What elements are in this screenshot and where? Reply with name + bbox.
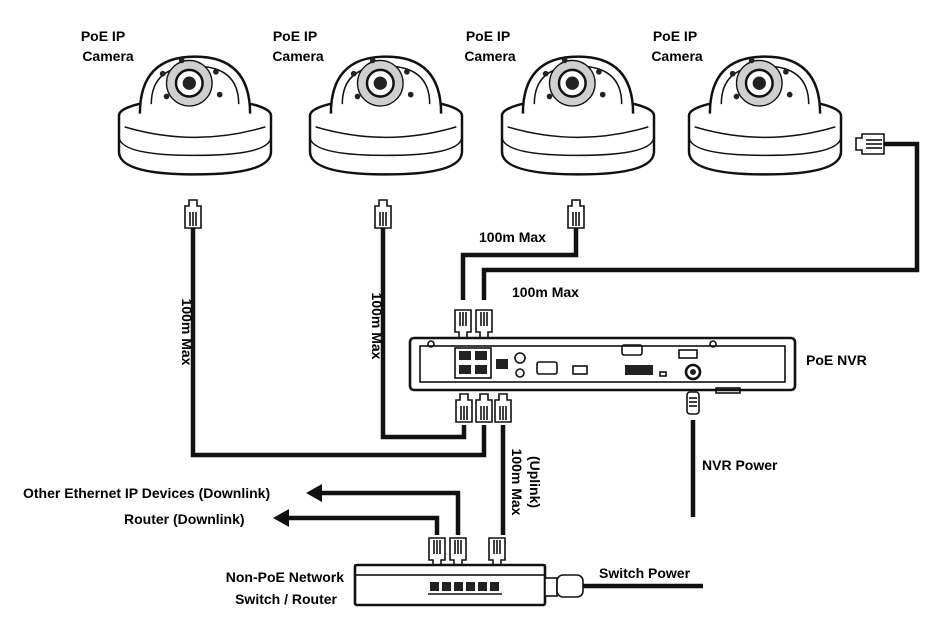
camera-4-label-line2: Camera: [651, 48, 703, 64]
camera-2: [308, 55, 464, 176]
rj45-plug-nvr-bottom-1: [455, 393, 473, 423]
nvr-power-plug: [686, 391, 700, 415]
cable-camera-4: [481, 141, 920, 300]
cable-downlink-other: [318, 490, 461, 535]
nvr-power-label: NVR Power: [702, 457, 778, 473]
cable-camera-3: [460, 228, 579, 300]
downlink-router-label: Router (Downlink): [124, 511, 245, 527]
rj45-plug-switch-3: [488, 537, 506, 567]
rj45-plug-switch-1: [428, 537, 446, 567]
cable-camera-2-length-label: 100m Max: [369, 293, 385, 360]
arrow-router-icon: [273, 509, 289, 527]
poe-nvr: [408, 336, 797, 394]
rj45-plug-camera-3: [567, 199, 585, 229]
switch-power-plug: [544, 574, 584, 598]
cable-camera-3-length-label: 100m Max: [479, 229, 546, 245]
rj45-plug-camera-4: [855, 133, 885, 155]
rj45-plug-nvr-uplink: [494, 393, 512, 423]
camera-1: [117, 55, 273, 176]
camera-1-label-line1: PoE IP: [81, 28, 125, 44]
camera-4: [687, 55, 843, 176]
cable-downlink-router: [288, 515, 440, 535]
rj45-plug-nvr-bottom-2: [475, 393, 493, 423]
rj45-plug-nvr-top-2: [475, 309, 493, 339]
camera-3: [500, 55, 656, 176]
camera-3-label-line1: PoE IP: [466, 28, 510, 44]
network-switch: [353, 563, 547, 607]
downlink-other-devices-label: Other Ethernet IP Devices (Downlink): [23, 485, 270, 501]
rj45-plug-camera-2: [374, 199, 392, 229]
switch-label-line1: Non-PoE Network: [226, 569, 344, 585]
cable-camera-1-length-label: 100m Max: [179, 299, 195, 366]
rj45-plug-switch-2: [449, 537, 467, 567]
camera-3-label-line2: Camera: [464, 48, 516, 64]
switch-power-label: Switch Power: [599, 565, 691, 581]
cable-camera-4-length-label: 100m Max: [512, 284, 579, 300]
camera-2-label-line1: PoE IP: [273, 28, 317, 44]
rj45-plug-camera-1: [184, 199, 202, 229]
rj45-plug-nvr-top-1: [454, 309, 472, 339]
cable-camera-1: [190, 228, 487, 458]
uplink-note-label: (Uplink): [527, 456, 543, 508]
cable-camera-2: [380, 228, 467, 440]
camera-1-label-line2: Camera: [82, 48, 134, 64]
switch-label-line2: Switch / Router: [235, 591, 337, 607]
camera-4-label-line1: PoE IP: [653, 28, 697, 44]
camera-2-label-line2: Camera: [272, 48, 324, 64]
uplink-length-label: 100m Max: [509, 449, 525, 516]
arrow-other-devices-icon: [306, 484, 322, 502]
nvr-label: PoE NVR: [806, 352, 867, 368]
